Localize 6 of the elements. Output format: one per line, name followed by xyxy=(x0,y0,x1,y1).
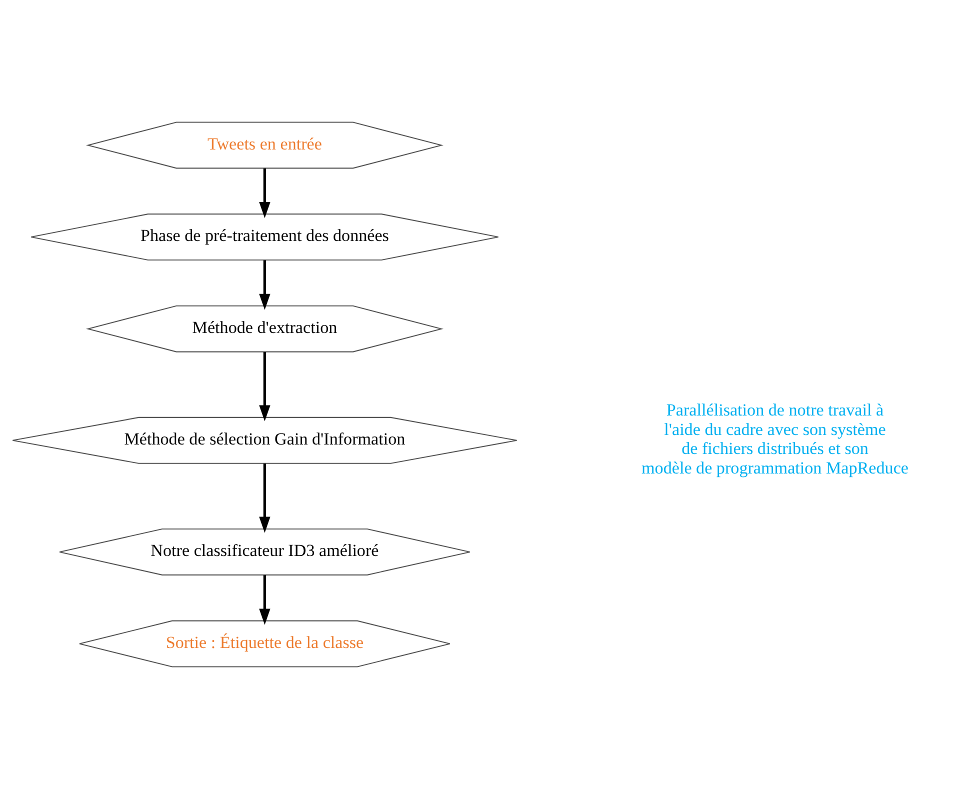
arrow xyxy=(259,464,270,533)
arrow xyxy=(259,352,270,422)
label: Parallélisation de notre travail à l'aide du cadre avec son système de fichiers distribués et son modèle de programmation MapReduce xyxy=(642,400,909,478)
arrow xyxy=(259,168,270,218)
arrow xyxy=(259,575,270,625)
arrow xyxy=(259,260,270,310)
